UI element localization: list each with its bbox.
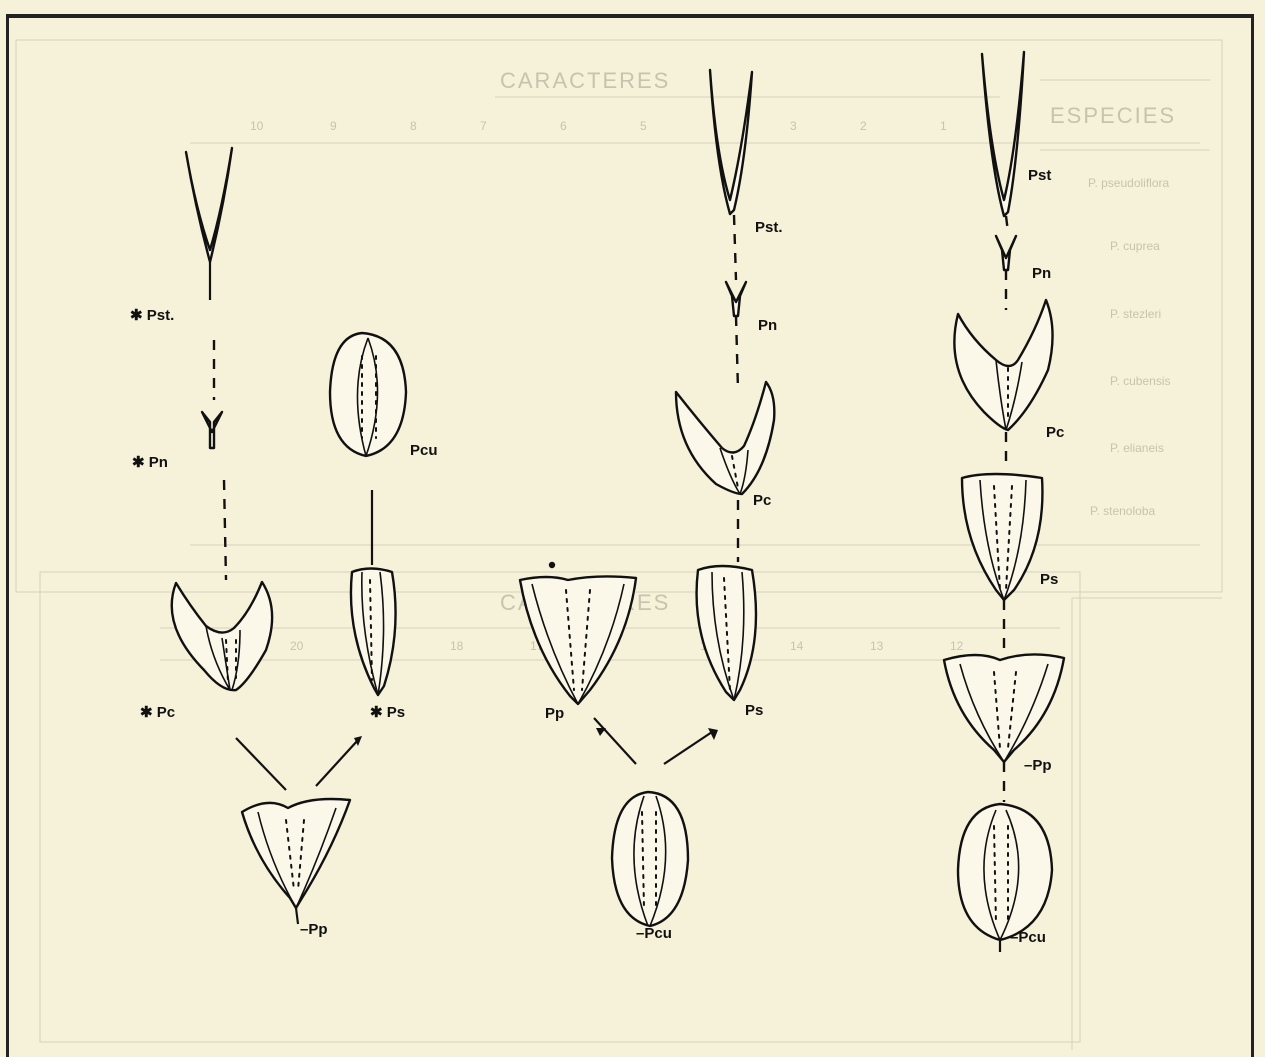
d1-label-pp: –Pp — [300, 921, 328, 938]
diagram-1 — [172, 148, 406, 924]
ghost-species-4: P. cubensis — [1110, 374, 1171, 388]
ghost-col-9: 1 — [940, 119, 947, 133]
d3-nectary — [996, 236, 1016, 270]
d3-label-pst: Pst — [1028, 167, 1051, 184]
ghost-species-6: P. stenoloba — [1090, 504, 1155, 518]
d3-stipules — [982, 52, 1024, 216]
d1-stipules — [186, 148, 232, 262]
ghost-col2-9: 12 — [950, 639, 964, 653]
ghost-caracteres-1: CARACTERES — [500, 68, 670, 93]
ghost-species-2: P. cuprea — [1110, 239, 1160, 253]
d1-label-pn: ✱ Pn — [132, 454, 168, 471]
ghost-col-8: 2 — [860, 119, 867, 133]
d2-label-pn: Pn — [758, 317, 777, 334]
ghost-especies: ESPECIES — [1050, 103, 1176, 128]
ghost-col-1: 10 — [250, 119, 264, 133]
d3-label-pcu: –Pcu — [1010, 929, 1046, 946]
ghost-species-3: P. stezleri — [1110, 307, 1161, 321]
ghost-col2-4: 18 — [450, 639, 464, 653]
d2-stipules — [710, 70, 752, 214]
d2-label-pc: Pc — [753, 492, 771, 509]
d2-pc — [676, 382, 774, 494]
ghost-col-3: 8 — [410, 119, 417, 133]
d3-label-pn: Pn — [1032, 265, 1051, 282]
d3-pc — [954, 300, 1052, 430]
d1-label-pst: ✱ Pst. — [130, 307, 174, 324]
ghost-col-5: 6 — [560, 119, 567, 133]
d3-pcu — [958, 804, 1052, 940]
d1-label-pc: ✱ Pc — [140, 704, 175, 721]
diagram-2 — [520, 70, 774, 926]
d3-label-ps: Ps — [1040, 571, 1058, 588]
d1-label-pcu: Pcu — [410, 442, 438, 459]
d2-label-ps: Ps — [745, 702, 763, 719]
d3-ps — [962, 474, 1042, 600]
d2-pcu — [612, 792, 688, 926]
diagram-3 — [944, 52, 1064, 952]
d3-label-pp: –Pp — [1024, 757, 1052, 774]
ghost-col-2: 9 — [330, 119, 337, 133]
ghost-col2-7: 14 — [790, 639, 804, 653]
ghost-col2-8: 13 — [870, 639, 884, 653]
d1-nectary — [202, 412, 222, 448]
d2-label-pst: Pst. — [755, 219, 783, 236]
d1-pcu — [330, 333, 406, 456]
d2-label-pp: Pp — [545, 705, 564, 722]
d3-label-pc: Pc — [1046, 424, 1064, 441]
ghost-col-7: 3 — [790, 119, 797, 133]
ghost-species-5: P. elianeis — [1110, 441, 1164, 455]
d2-nectary — [726, 282, 746, 316]
ghost-col-6: 5 — [640, 119, 647, 133]
d1-label-ps: ✱ Ps — [370, 704, 405, 721]
ghost-col2-2: 20 — [290, 639, 304, 653]
ghost-species-1: P. pseudoliflora — [1088, 176, 1169, 190]
d2-label-pcu: –Pcu — [636, 925, 672, 942]
ghost-col-4: 7 — [480, 119, 487, 133]
d2-pp — [520, 576, 636, 704]
